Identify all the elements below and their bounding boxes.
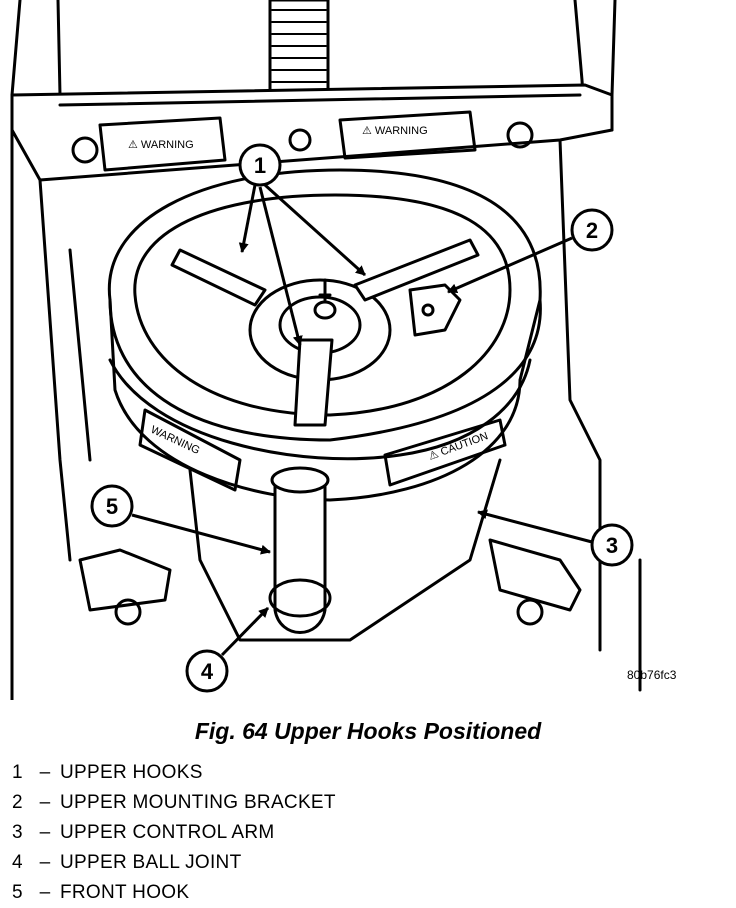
legend-list: 1 – UPPER HOOKS 2 – UPPER MOUNTING BRACK… [12, 758, 336, 908]
upper-mounting-bracket [408, 283, 462, 337]
svg-text:1: 1 [254, 153, 266, 178]
legend-label: UPPER CONTROL ARM [60, 822, 275, 843]
svg-text:4: 4 [201, 659, 214, 684]
legend-item: 3 – UPPER CONTROL ARM [12, 818, 336, 848]
threaded-rod [268, 0, 330, 97]
spring-compressor-illustration: ⚠ WARNING ⚠ WARNING WARNING ⚠ CAUTION 1 … [10, 0, 642, 700]
legend-separator: – [39, 792, 51, 813]
callout-3: 3 [477, 509, 634, 567]
svg-text:2: 2 [586, 218, 598, 243]
svg-text:5: 5 [106, 494, 118, 519]
legend-item: 1 – UPPER HOOKS [12, 758, 336, 788]
legend-label: UPPER MOUNTING BRACKET [60, 792, 336, 813]
figure-reference-code: 80b76fc3 [627, 668, 677, 682]
callout-1: 1 [238, 143, 282, 187]
upper-hook-right [353, 238, 480, 302]
legend-separator: – [39, 762, 51, 783]
svg-text:3: 3 [606, 533, 618, 558]
legend-separator: – [39, 822, 51, 843]
upper-control-arm [78, 458, 582, 642]
upper-hook-left [170, 248, 267, 307]
callout-5: 5 [90, 484, 271, 555]
legend-separator: – [39, 852, 51, 873]
legend-number: 1 [12, 762, 23, 783]
legend-number: 4 [12, 852, 23, 873]
legend-number: 5 [12, 882, 23, 903]
legend-item: 5 – FRONT HOOK [12, 878, 336, 908]
upper-hook-center [293, 338, 334, 427]
legend-separator: – [39, 882, 51, 903]
drum-label-left [138, 408, 242, 492]
callout-1-arrows [238, 183, 367, 346]
upper-ball-joint [268, 466, 332, 634]
legend-item: 4 – UPPER BALL JOINT [12, 848, 336, 878]
legend-label: UPPER BALL JOINT [60, 852, 242, 873]
warning-label-left: ⚠ WARNING [128, 139, 194, 151]
legend-label: UPPER HOOKS [60, 762, 203, 783]
legend-item: 2 – UPPER MOUNTING BRACKET [12, 788, 336, 818]
callout-2: 2 [447, 208, 614, 294]
drum-label-right [383, 418, 507, 487]
upper-drum [107, 168, 542, 502]
top-plate [10, 83, 614, 182]
warning-label-right: ⚠ WARNING [362, 125, 428, 137]
figure-caption: Fig. 64 Upper Hooks Positioned [194, 718, 542, 744]
legend-label: FRONT HOOK [60, 882, 190, 903]
legend-number: 3 [12, 822, 23, 843]
callout-4: 4 [185, 606, 270, 693]
legend-number: 2 [12, 792, 23, 813]
